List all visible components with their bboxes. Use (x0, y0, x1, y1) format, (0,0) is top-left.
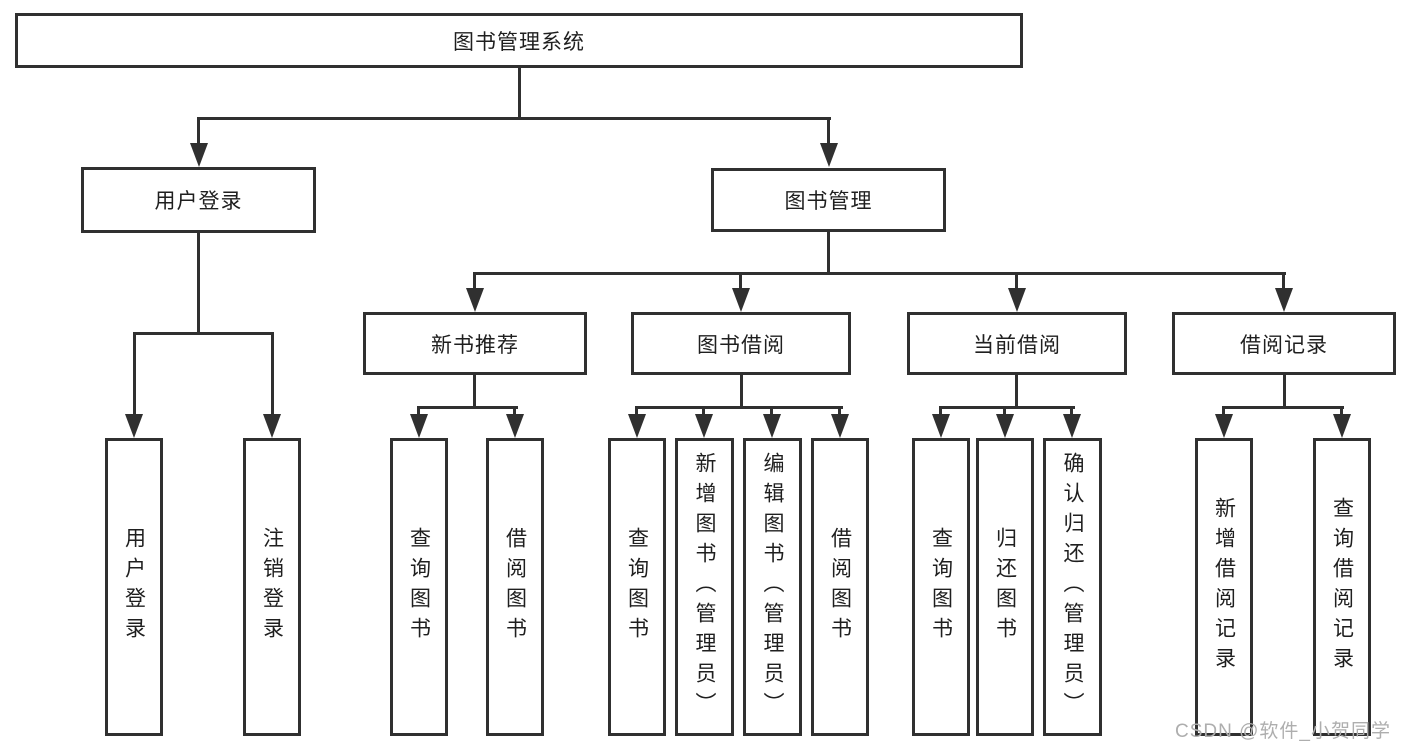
connector-stub (635, 406, 638, 418)
connector-stub (739, 272, 742, 292)
node-label: 图书管理 (784, 190, 873, 213)
leaf-logout: 注销登录 (243, 438, 301, 736)
arrowhead (1215, 414, 1233, 438)
connector-drop (827, 232, 830, 275)
connector-drop (1015, 373, 1018, 409)
arrowhead (996, 414, 1014, 438)
connector-stub (702, 406, 705, 418)
node-label: 借阅记录 (1240, 333, 1328, 357)
node-user-login: 用户登录 (81, 167, 316, 233)
leaf-borrow-books: 借阅图书 (811, 438, 869, 736)
leaf-confirm-return-admin: 确认归还（管理员） (1043, 438, 1102, 736)
leaf-label: 查询图书 (929, 527, 953, 647)
arrowhead (1063, 414, 1081, 438)
connector-split (417, 406, 518, 409)
connector-drop (197, 233, 200, 334)
leaf-query-borrow-record: 查询借阅记录 (1313, 438, 1371, 736)
node-new-book-recommendation: 新书推荐 (363, 312, 587, 375)
connector-stub (827, 117, 830, 146)
connector-stub (1015, 272, 1018, 292)
connector-stub (1340, 406, 1343, 418)
node-label: 当前借阅 (973, 333, 1061, 357)
leaf-label: 用户登录 (122, 527, 146, 647)
node-current-borrowing: 当前借阅 (907, 312, 1127, 375)
leaf-query-books-borrowing: 查询图书 (608, 438, 666, 736)
leaf-user-login: 用户登录 (105, 438, 163, 736)
connector-drop (740, 373, 743, 409)
connector-stub (1070, 406, 1073, 418)
leaf-label: 查询图书 (625, 527, 649, 647)
connector-root-drop (518, 66, 521, 119)
leaf-label: 注销登录 (260, 527, 284, 647)
node-book-management: 图书管理 (711, 168, 946, 232)
node-borrowing-records: 借阅记录 (1172, 312, 1396, 375)
connector-stub (1222, 406, 1225, 418)
arrowhead (831, 414, 849, 438)
arrowhead (263, 414, 281, 438)
leaf-label: 新增借阅记录 (1212, 497, 1236, 677)
csdn-watermark: CSDN @软件_小贺同学 (1175, 721, 1391, 742)
connector-stub (197, 117, 200, 146)
connector-drop (473, 373, 476, 409)
connector-split (1222, 406, 1344, 409)
leaf-edit-book-admin: 编辑图书（管理员） (743, 438, 802, 736)
connector-stub (271, 332, 274, 414)
node-label: 图书借阅 (697, 333, 785, 357)
arrowhead (695, 414, 713, 438)
leaf-label: 新增图书（管理员） (693, 452, 716, 722)
connector-stub (770, 406, 773, 418)
leaf-label: 查询借阅记录 (1330, 497, 1354, 677)
connector-split (474, 272, 1286, 275)
leaf-label: 借阅图书 (828, 527, 852, 647)
connector-split (635, 406, 843, 409)
leaf-add-borrow-record: 新增借阅记录 (1195, 438, 1253, 736)
leaf-query-books-current: 查询图书 (912, 438, 970, 736)
leaf-label: 查询图书 (407, 527, 431, 647)
leaf-query-books-recommend: 查询图书 (390, 438, 448, 736)
connector-stub (473, 272, 476, 292)
connector-stub (513, 406, 516, 418)
arrowhead (732, 288, 750, 312)
arrowhead (628, 414, 646, 438)
connector-split (939, 406, 1075, 409)
arrowhead (190, 143, 208, 167)
arrowhead (1008, 288, 1026, 312)
connector-stub (133, 332, 136, 414)
node-label: 用户登录 (154, 190, 243, 213)
leaf-add-book-admin: 新增图书（管理员） (675, 438, 734, 736)
leaf-return-books: 归还图书 (976, 438, 1034, 736)
arrowhead (932, 414, 950, 438)
node-book-borrowing: 图书借阅 (631, 312, 851, 375)
arrowhead (466, 288, 484, 312)
connector-stub (1282, 272, 1285, 292)
arrowhead (125, 414, 143, 438)
connector-stub (417, 406, 420, 418)
arrowhead (1333, 414, 1351, 438)
leaf-label: 归还图书 (993, 527, 1017, 647)
node-library-management-system: 图书管理系统 (15, 13, 1023, 68)
node-label: 新书推荐 (431, 333, 519, 357)
arrowhead (410, 414, 428, 438)
arrowhead (820, 143, 838, 167)
leaf-label: 确认归还（管理员） (1061, 452, 1084, 722)
leaf-label: 借阅图书 (503, 527, 527, 647)
leaf-label: 编辑图书（管理员） (761, 452, 784, 722)
connector-stub (838, 406, 841, 418)
arrowhead (763, 414, 781, 438)
connector-drop (1283, 373, 1286, 409)
arrowhead (506, 414, 524, 438)
connector-stub (1003, 406, 1006, 418)
node-label: 图书管理系统 (453, 30, 585, 54)
connector-root-split (197, 117, 831, 120)
connector-stub (939, 406, 942, 418)
leaf-borrow-books-recommend: 借阅图书 (486, 438, 544, 736)
arrowhead (1275, 288, 1293, 312)
connector-split (133, 332, 274, 335)
